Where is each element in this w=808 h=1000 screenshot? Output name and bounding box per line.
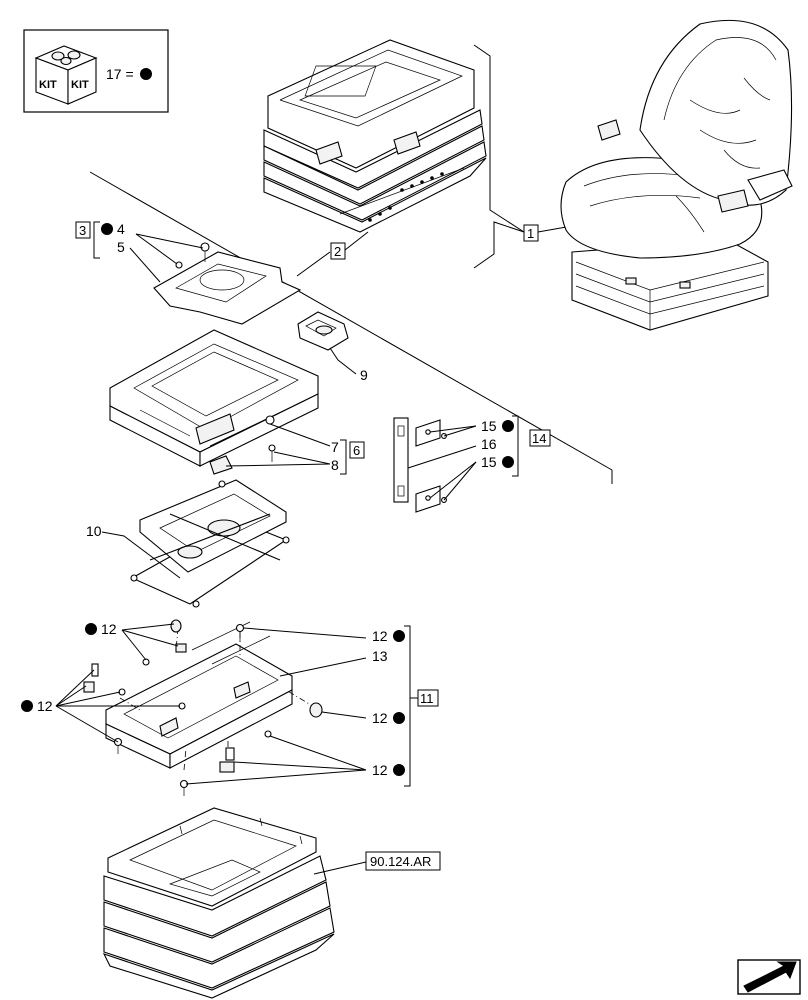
callout-7: 7 [331, 439, 339, 455]
callout-12-left: 12 [37, 698, 53, 714]
next-page-arrow-icon[interactable] [737, 959, 801, 995]
kit-box-icon: KIT KIT [34, 45, 98, 105]
strap-drawing [393, 417, 447, 513]
callout-15-upper: 15 [481, 418, 497, 434]
seat-frame-drawing [109, 329, 319, 475]
callout-labels: 1 2 3 4 5 6 7 8 9 10 14 15 16 15 1 [21, 221, 551, 871]
kit-legend-text: 17 = [106, 66, 134, 82]
callout-12-right-upper: 12 [372, 628, 388, 644]
bellows-drawing [102, 807, 335, 999]
callout-3: 3 [79, 223, 86, 238]
callout-12-upper-left: 12 [101, 621, 117, 637]
lever-item-9-drawing [297, 311, 349, 351]
top-plate-drawing [153, 242, 302, 325]
kit-dot-icon [502, 420, 514, 432]
kit-legend: KIT KIT 17 = [23, 29, 169, 113]
kit-dot-icon [101, 223, 113, 235]
kit-dot-icon [502, 456, 514, 468]
kit-dot-icon [140, 68, 152, 80]
kit-icon-text-right: KIT [71, 79, 89, 91]
callout-8: 8 [331, 457, 339, 473]
callout-leaders [55, 221, 519, 875]
callout-16: 16 [481, 436, 497, 452]
suspension-module-drawing [263, 39, 487, 233]
callout-5: 5 [117, 239, 125, 255]
reference-label: 90.124.AR [370, 854, 431, 869]
kit-dot-icon [393, 764, 405, 776]
callout-15-lower: 15 [481, 454, 497, 470]
callout-12-right-lower: 12 [372, 762, 388, 778]
kit-dot-icon [85, 623, 97, 635]
scissor-suspension-drawing [130, 479, 290, 608]
kit-icon-text-left: KIT [39, 79, 57, 91]
callout-6: 6 [353, 443, 360, 458]
callout-13: 13 [372, 648, 388, 664]
callout-12-right-middle: 12 [372, 710, 388, 726]
kit-dot-icon [393, 712, 405, 724]
callout-2: 2 [334, 244, 341, 259]
callout-14: 14 [532, 431, 546, 446]
callout-11: 11 [420, 691, 434, 706]
kit-dot-icon [393, 630, 405, 642]
kit-dot-icon [21, 700, 33, 712]
callout-1: 1 [527, 226, 534, 241]
callout-4: 4 [117, 221, 125, 237]
complete-seat-drawing [560, 19, 793, 331]
callout-9: 9 [360, 367, 368, 383]
callout-10: 10 [86, 523, 102, 539]
base-frame-drawing [83, 619, 323, 796]
